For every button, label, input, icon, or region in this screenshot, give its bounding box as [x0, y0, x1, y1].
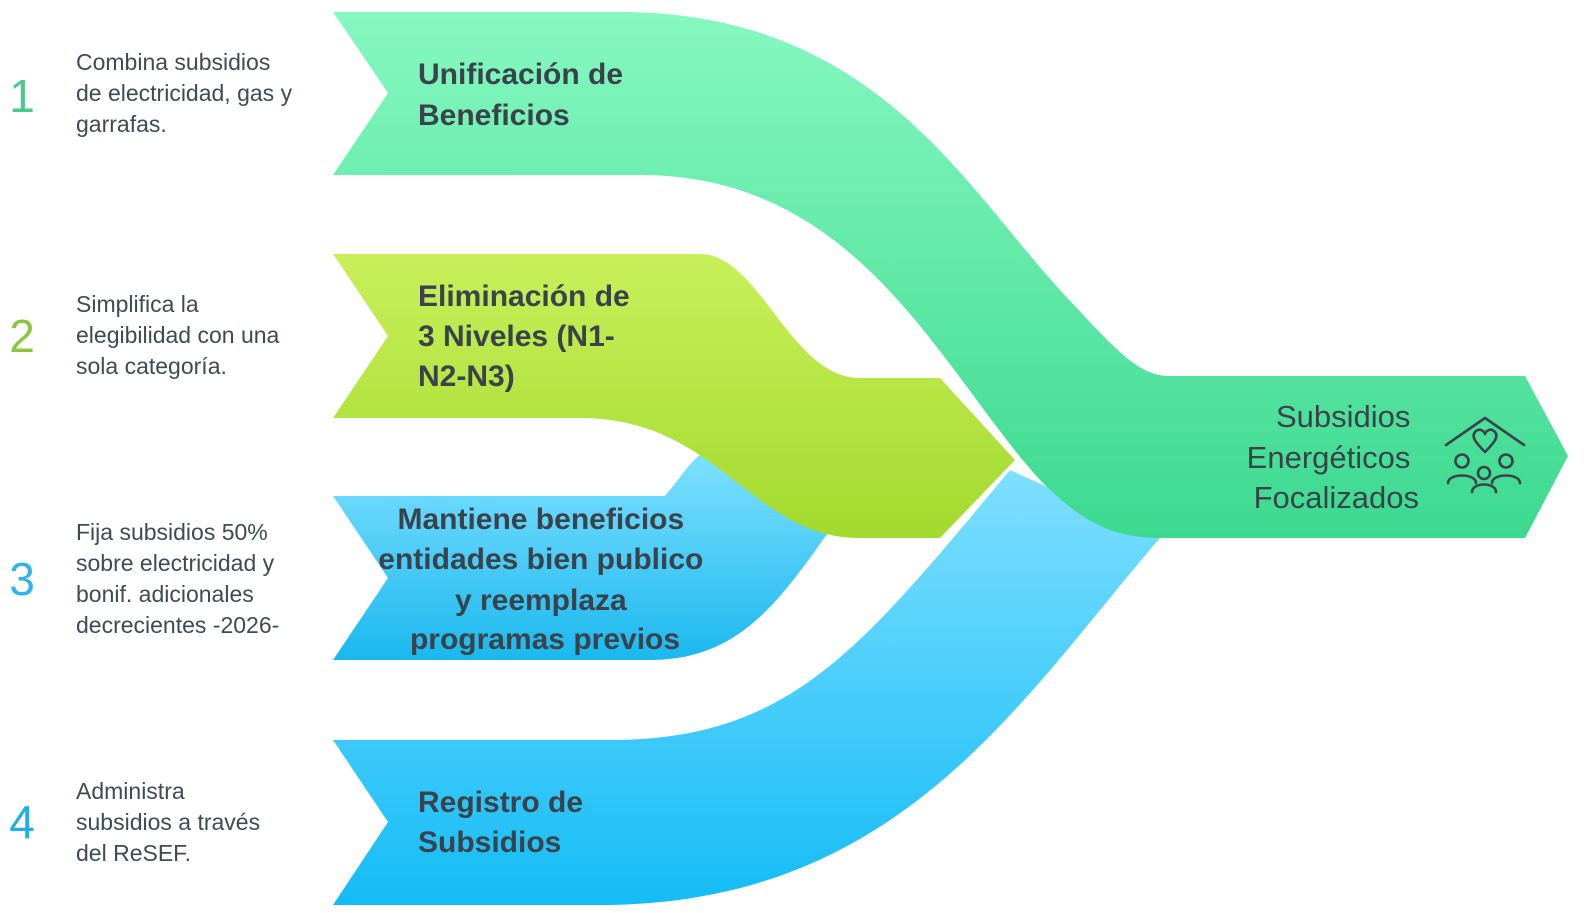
step-4-description-line: Administra — [76, 778, 185, 804]
step-1-title: Unificación de Beneficios — [418, 58, 631, 132]
step-2-title-line: Eliminación de — [418, 280, 630, 313]
step-4-title-line: Subsidios — [418, 826, 561, 859]
result-title-line: Focalizados — [1254, 480, 1419, 515]
step-2-title: Eliminación de 3 Niveles (N1- N2-N3) — [418, 280, 638, 393]
step-1-title-line: Unificación de — [418, 58, 623, 91]
result-title-line: Subsidios — [1276, 399, 1410, 434]
step-4-title-line: Registro de — [418, 786, 583, 819]
step-1-description-line: Combina subsidios — [76, 49, 270, 75]
family-home-heart-icon — [1444, 416, 1526, 494]
step-2-description: Simplifica la elegibilidad con una sola … — [76, 291, 286, 379]
step-3-title: Mantiene beneficios entidades bien publi… — [378, 503, 711, 656]
step-2-description-line: elegibilidad con una — [76, 322, 280, 348]
step-number-3: 3 — [9, 553, 35, 605]
step-4-title: Registro de Subsidios — [418, 786, 591, 859]
step-2-description-line: sola categoría. — [76, 353, 227, 379]
step-1-description-line: garrafas. — [76, 111, 167, 137]
step-3-description-line: decrecientes -2026- — [76, 612, 279, 638]
step-2-title-line: N2-N3) — [418, 360, 515, 393]
step-2-description-line: Simplifica la — [76, 291, 199, 317]
band-eliminacion-niveles — [333, 254, 1015, 538]
band-mantiene-beneficios — [333, 455, 830, 660]
step-1-title-line: Beneficios — [418, 99, 570, 132]
step-3-title-line: programas previos — [410, 623, 680, 656]
step-number-4: 4 — [9, 796, 35, 848]
step-4-description-line: subsidios a través — [76, 809, 260, 835]
step-1-description: Combina subsidios de electricidad, gas y… — [76, 49, 298, 137]
step-3-description-line: bonif. adicionales — [76, 581, 254, 607]
band-registro-de-subsidios — [333, 470, 1160, 905]
step-3-description: Fija subsidios 50% sobre electricidad y … — [76, 519, 281, 638]
step-3-title-line: y reemplaza — [455, 584, 627, 617]
step-number-2: 2 — [9, 310, 35, 362]
band-unificacion-beneficios — [333, 12, 1568, 538]
step-2-title-line: 3 Niveles (N1- — [418, 320, 615, 353]
step-3-description-line: Fija subsidios 50% — [76, 519, 268, 545]
step-3-description-line: sobre electricidad y — [76, 550, 275, 576]
result-title: Subsidios Energéticos Focalizados — [1247, 399, 1419, 515]
step-1-description-line: de electricidad, gas y — [76, 80, 293, 106]
step-4-description-line: del ReSEF. — [76, 840, 191, 866]
step-number-1: 1 — [9, 70, 35, 122]
step-4-description: Administra subsidios a través del ReSEF. — [76, 778, 266, 866]
step-3-title-line: Mantiene beneficios — [397, 503, 684, 536]
result-title-line: Energéticos — [1247, 440, 1411, 475]
step-3-title-line: entidades bien publico — [378, 543, 703, 576]
